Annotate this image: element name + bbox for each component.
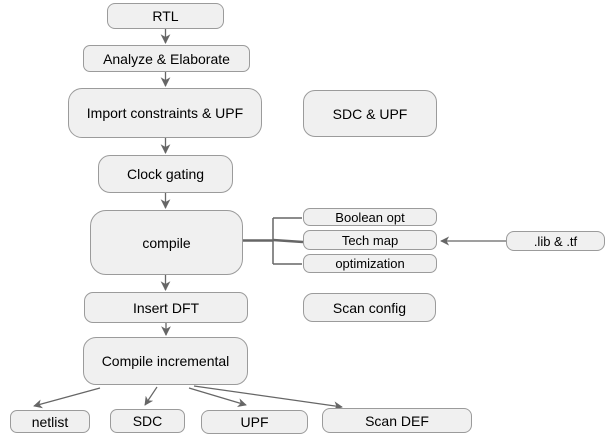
node-insert-dft: Insert DFT [84,292,248,323]
node-lib-tf: .lib & .tf [506,231,605,251]
node-clock-gating: Clock gating [98,155,233,193]
node-sdc-upf: SDC & UPF [303,90,437,137]
arrow-compileincr-to-upf [188,387,247,407]
arrow-compileincr-to-scandef [193,385,343,411]
node-boolean-opt: Boolean opt [303,208,437,226]
node-scan-config: Scan config [303,293,436,322]
node-netlist: netlist [10,410,90,433]
line-bracket-to-techmap [272,238,304,244]
node-optimization: optimization [303,254,437,273]
node-compile-incremental: Compile incremental [83,337,248,385]
node-scan-def: Scan DEF [322,408,472,433]
node-upf: UPF [201,410,308,434]
node-sdc: SDC [110,409,185,433]
node-rtl: RTL [107,3,224,29]
node-tech-map: Tech map [303,230,437,250]
node-compile: compile [90,210,243,275]
arrow-compileincr-to-netlist [33,387,101,409]
node-analyze-elaborate: Analyze & Elaborate [83,45,250,72]
arrow-compileincr-to-sdc [144,386,158,406]
node-import-constraints-upf: Import constraints & UPF [68,88,262,138]
